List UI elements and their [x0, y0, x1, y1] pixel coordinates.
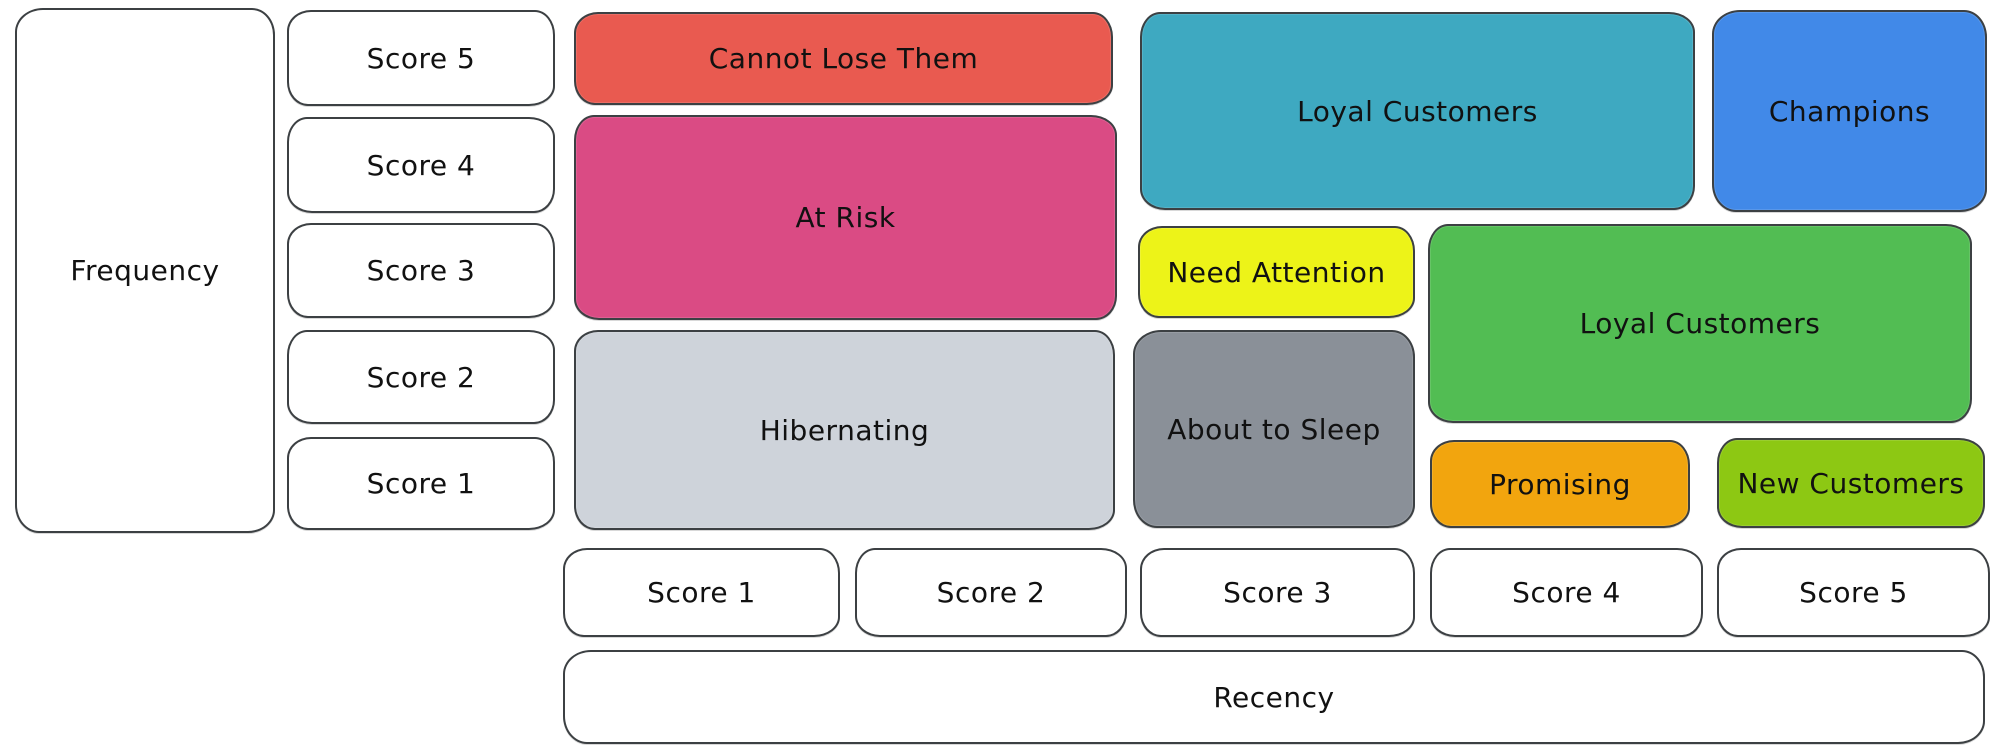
segment-need-attention: Need Attention [1138, 226, 1415, 318]
frequency-score-2: Score 2 [287, 330, 555, 424]
frequency-score-2-text: Score 2 [366, 360, 476, 394]
segment-cannot-lose-them-label: Cannot Lose Them [708, 42, 979, 75]
segment-loyal-customers-green-label: Loyal Customers [1579, 307, 1821, 340]
segment-hibernating-label: Hibernating [759, 413, 930, 447]
segment-cannot-lose-them: Cannot Lose Them [574, 12, 1113, 105]
segment-need-attention-label: Need Attention [1167, 255, 1386, 289]
recency-score-3-text: Score 3 [1223, 576, 1332, 609]
frequency-axis-text: Frequency [70, 254, 220, 287]
frequency-score-3-text: Score 3 [366, 254, 476, 287]
segment-hibernating: Hibernating [574, 330, 1115, 530]
recency-score-5-text: Score 5 [1799, 576, 1908, 609]
recency-score-3: Score 3 [1140, 548, 1415, 637]
frequency-score-5-text: Score 5 [366, 41, 476, 75]
frequency-score-5: Score 5 [287, 10, 555, 106]
segment-about-to-sleep: About to Sleep [1133, 330, 1415, 528]
segment-loyal-customers-green: Loyal Customers [1428, 224, 1972, 423]
segment-champions: Champions [1712, 10, 1987, 212]
recency-score-5: Score 5 [1717, 548, 1990, 637]
segment-at-risk: At Risk [574, 115, 1117, 320]
recency-score-2: Score 2 [855, 548, 1127, 637]
segment-promising: Promising [1430, 440, 1690, 528]
recency-score-1-text: Score 1 [647, 576, 756, 609]
frequency-score-4-text: Score 4 [366, 148, 476, 182]
recency-axis-label: Recency [563, 650, 1985, 744]
segment-new-customers: New Customers [1717, 438, 1985, 528]
recency-score-2-text: Score 2 [936, 576, 1046, 609]
segment-loyal-customers-teal: Loyal Customers [1140, 12, 1695, 210]
frequency-axis-label: Frequency [15, 8, 275, 533]
segment-new-customers-label: New Customers [1737, 466, 1965, 500]
frequency-score-3: Score 3 [287, 223, 555, 318]
recency-score-4: Score 4 [1430, 548, 1703, 637]
segment-promising-label: Promising [1489, 467, 1631, 501]
frequency-score-1: Score 1 [287, 437, 555, 530]
recency-axis-text: Recency [1213, 680, 1335, 714]
frequency-score-1-text: Score 1 [366, 467, 476, 500]
segment-at-risk-label: At Risk [795, 201, 896, 234]
segment-champions-label: Champions [1768, 94, 1931, 128]
segment-about-to-sleep-label: About to Sleep [1167, 412, 1381, 446]
segment-loyal-customers-teal-label: Loyal Customers [1297, 94, 1538, 128]
frequency-score-4: Score 4 [287, 117, 555, 213]
recency-score-1: Score 1 [563, 548, 840, 637]
recency-score-4-text: Score 4 [1512, 576, 1621, 609]
